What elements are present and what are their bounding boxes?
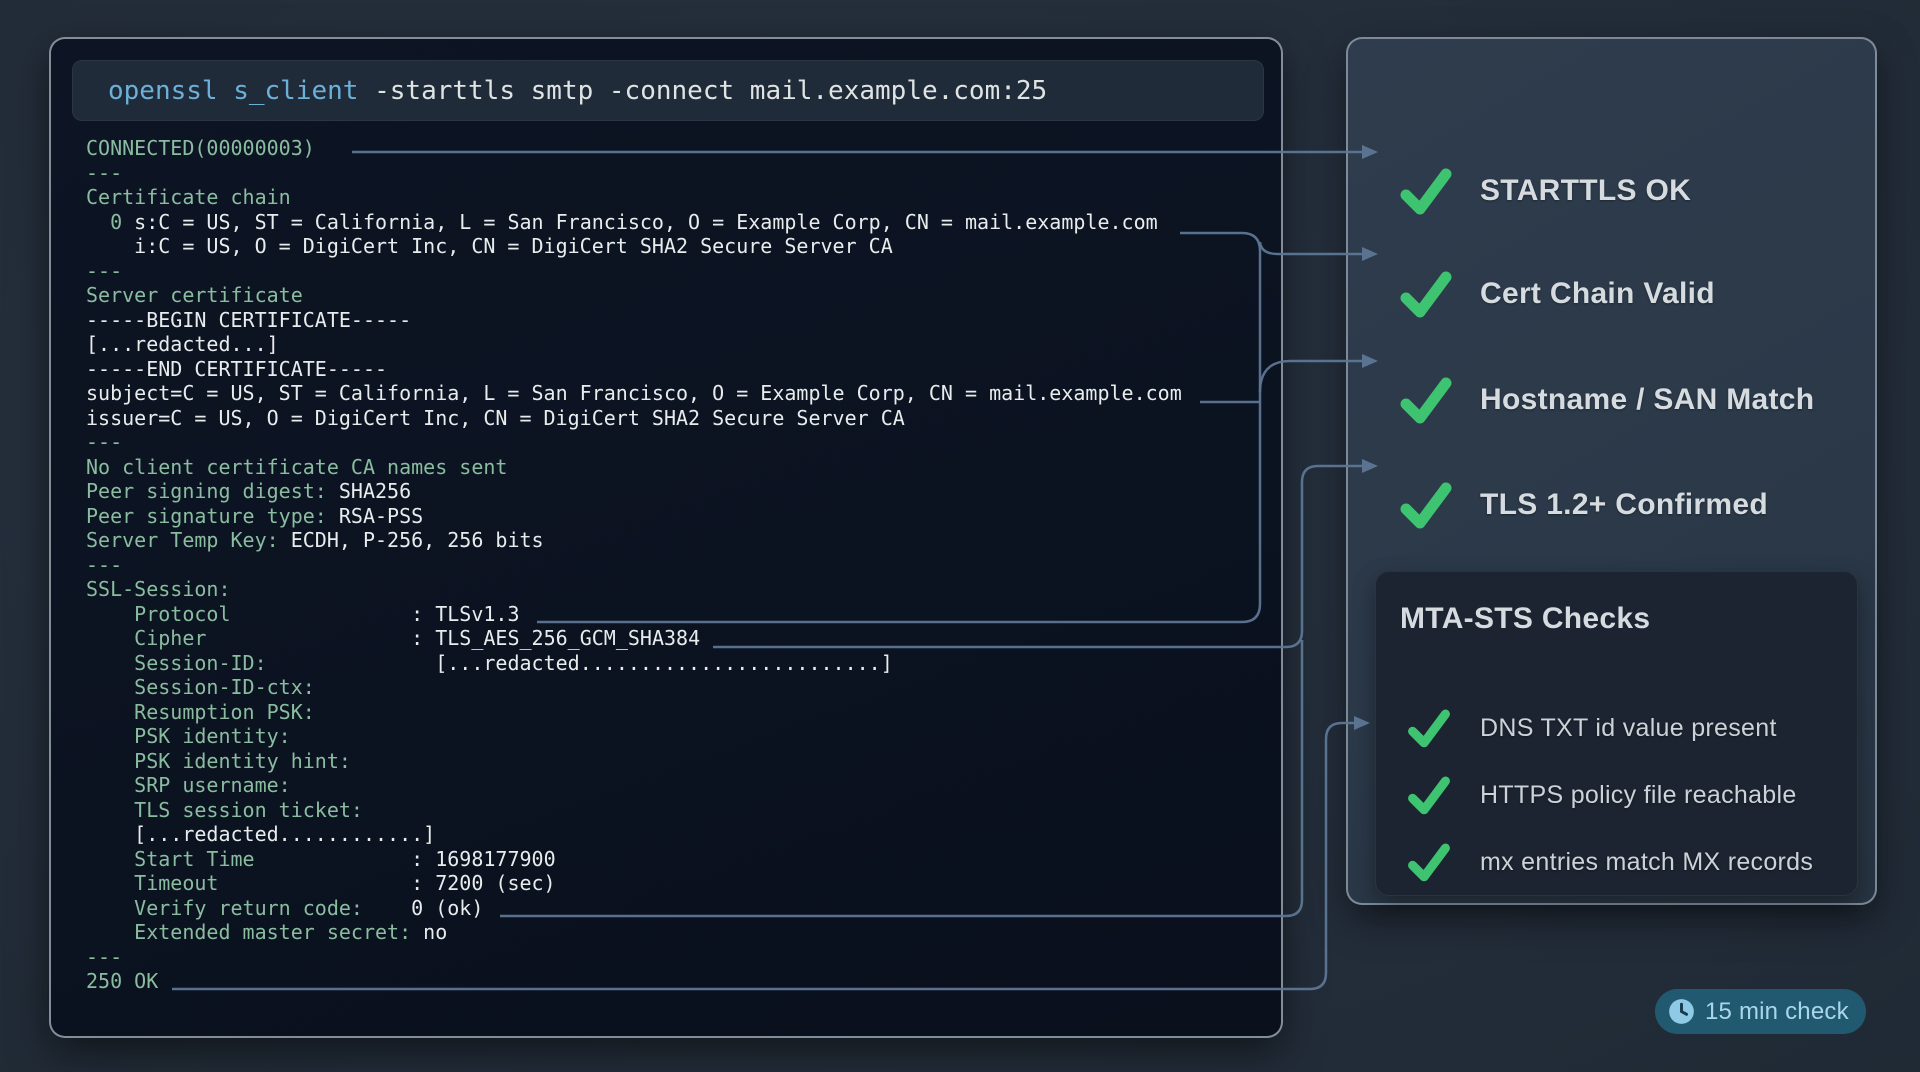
terminal-window: openssl s_client -starttls smtp -connect… <box>49 37 1283 1038</box>
mta-check-item-label: HTTPS policy file reachable <box>1480 781 1797 810</box>
terminal-output: CONNECTED(00000003)---Certificate chain … <box>86 136 1266 994</box>
terminal-line: Extended master secret: no <box>86 920 1266 945</box>
terminal-line: SRP username: <box>86 773 1266 798</box>
interval-badge: 15 min check <box>1655 989 1866 1034</box>
terminal-line: No client certificate CA names sent <box>86 455 1266 480</box>
mta-check-item-label: DNS TXT id value present <box>1480 714 1777 743</box>
terminal-line: [...redacted............] <box>86 822 1266 847</box>
check-item-label: TLS 1.2+ Confirmed <box>1480 488 1768 522</box>
check-item: STARTTLS OK <box>1398 163 1691 219</box>
terminal-line: -----END CERTIFICATE----- <box>86 357 1266 382</box>
terminal-line: SSL-Session: <box>86 577 1266 602</box>
terminal-line: --- <box>86 945 1266 970</box>
terminal-line: Server Temp Key: ECDH, P-256, 256 bits <box>86 528 1266 553</box>
mta-check-item-label: mx entries match MX records <box>1480 848 1813 877</box>
check-icon <box>1406 839 1452 885</box>
terminal-line: Verify return code: 0 (ok) <box>86 896 1266 921</box>
terminal-line: --- <box>86 430 1266 455</box>
terminal-line: subject=C = US, ST = California, L = San… <box>86 381 1266 406</box>
terminal-line: TLS session ticket: <box>86 798 1266 823</box>
check-icon <box>1398 372 1454 428</box>
terminal-line: Session-ID-ctx: <box>86 675 1266 700</box>
mta-check-item: DNS TXT id value present <box>1406 705 1777 751</box>
mta-check-item: mx entries match MX records <box>1406 839 1813 885</box>
terminal-line: -----BEGIN CERTIFICATE----- <box>86 308 1266 333</box>
terminal-line: issuer=C = US, O = DigiCert Inc, CN = Di… <box>86 406 1266 431</box>
terminal-line: [...redacted...] <box>86 332 1266 357</box>
check-icon <box>1406 705 1452 751</box>
command-bar: openssl s_client -starttls smtp -connect… <box>72 60 1264 121</box>
terminal-line: 250 OK <box>86 969 1266 994</box>
terminal-line: Session-ID: [...redacted................… <box>86 651 1266 676</box>
terminal-line: --- <box>86 161 1266 186</box>
mta-sts-panel: MTA-STS Checks DNS TXT id value presentH… <box>1375 571 1858 896</box>
checks-panel: STARTTLS OK Cert Chain ValidHostname / SA… <box>1346 37 1877 905</box>
terminal-line: PSK identity hint: <box>86 749 1266 774</box>
terminal-line: Server certificate <box>86 283 1266 308</box>
check-icon <box>1398 163 1454 219</box>
terminal-line: Cipher : TLS_AES_256_GCM_SHA384 <box>86 626 1266 651</box>
clock-icon <box>1668 998 1695 1025</box>
terminal-line: --- <box>86 259 1266 284</box>
check-item: TLS 1.2+ Confirmed <box>1398 477 1768 533</box>
terminal-line: Start Time : 1698177900 <box>86 847 1266 872</box>
command-text: openssl s_client -starttls smtp -connect… <box>108 76 1047 106</box>
terminal-line: Peer signing digest: SHA256 <box>86 479 1266 504</box>
check-icon <box>1398 477 1454 533</box>
mta-sts-title: MTA-STS Checks <box>1400 602 1650 636</box>
check-item: Cert Chain Valid <box>1398 266 1715 322</box>
mta-check-item: HTTPS policy file reachable <box>1406 772 1797 818</box>
check-item-label: STARTTLS OK <box>1480 174 1691 208</box>
check-item-label: Hostname / SAN Match <box>1480 383 1814 417</box>
check-item-label: Cert Chain Valid <box>1480 277 1715 311</box>
terminal-line: --- <box>86 553 1266 578</box>
terminal-line: Peer signature type: RSA-PSS <box>86 504 1266 529</box>
check-icon <box>1406 772 1452 818</box>
terminal-line: Certificate chain <box>86 185 1266 210</box>
terminal-line: Timeout : 7200 (sec) <box>86 871 1266 896</box>
terminal-line: CONNECTED(00000003) <box>86 136 1266 161</box>
check-item: Hostname / SAN Match <box>1398 372 1814 428</box>
terminal-line: PSK identity: <box>86 724 1266 749</box>
terminal-line: Protocol : TLSv1.3 <box>86 602 1266 627</box>
terminal-line: 0 s:C = US, ST = California, L = San Fra… <box>86 210 1266 235</box>
terminal-line: Resumption PSK: <box>86 700 1266 725</box>
check-icon <box>1398 266 1454 322</box>
interval-badge-label: 15 min check <box>1705 998 1849 1026</box>
terminal-line: i:C = US, O = DigiCert Inc, CN = DigiCer… <box>86 234 1266 259</box>
